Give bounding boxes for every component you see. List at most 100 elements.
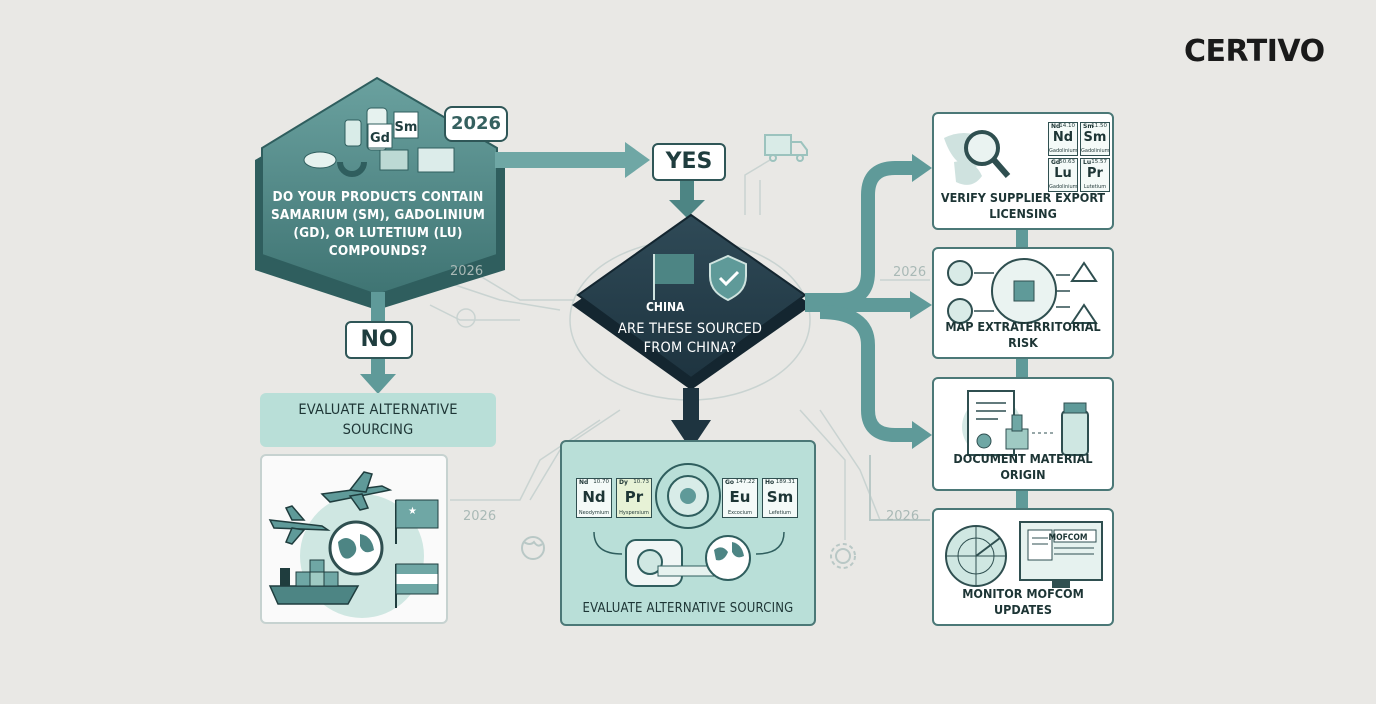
no-path-evaluate-box: EVALUATE ALTERNATIVE SOURCING [260, 393, 496, 447]
link-icon [947, 298, 973, 324]
flag-icon-china-small: ★ [395, 499, 439, 544]
yes-path-evaluate-label: EVALUATE ALTERNATIVE SOURCING [582, 601, 794, 616]
flag-icon-striped [395, 563, 439, 608]
risk-map-illustration [947, 258, 1098, 324]
alternative-sourcing-illustration: ★ [260, 454, 448, 624]
action-label-monitor: MONITOR MOFCOM UPDATES [962, 586, 1084, 617]
verify-illustration [944, 130, 1011, 185]
hazard-icon [947, 260, 973, 286]
start-question-text: DO YOUR PRODUCTS CONTAIN SAMARIUM (Sm), … [270, 189, 486, 259]
warning-icon [1070, 303, 1098, 324]
element-name: Lefetium [769, 510, 791, 516]
action-branch-arrows [805, 161, 915, 442]
airplane-icon [320, 471, 393, 511]
element-corner: Nd [579, 479, 589, 486]
sourcing-illustration [593, 463, 785, 587]
element-number: 15.57 [1091, 159, 1107, 165]
document-illustration [962, 390, 1089, 457]
globe-outline-icon [521, 536, 545, 560]
element-corner: Go [725, 479, 735, 486]
arrowheads [910, 154, 932, 449]
element-number: 189.31 [775, 479, 795, 485]
no-branch-label: NO [345, 321, 413, 359]
gear-icon [830, 543, 856, 569]
flag-label: CHINA [646, 300, 685, 314]
element-symbol: Sm [1083, 130, 1107, 145]
year-mark: 2026 [450, 264, 484, 279]
element-name: Gadolinium [1049, 184, 1078, 190]
element-number: 10.73 [633, 479, 649, 485]
airplane-icon-small [268, 505, 331, 545]
element-name: Lutetium [1083, 184, 1107, 190]
monitor-illustration [945, 521, 1103, 588]
element-symbol: Pr [624, 488, 644, 506]
stamp-icon [1005, 428, 1029, 450]
yes-branch-label: YES [652, 143, 726, 181]
china-decision-question: ARE THESE SOURCED FROM CHINA? [617, 321, 763, 356]
element-name: Excocium [727, 510, 753, 516]
mri-machine-icon [625, 539, 719, 587]
element-corner: Ho [765, 479, 775, 486]
svg-text:★: ★ [408, 506, 417, 517]
vial-icon [1061, 410, 1089, 456]
element-number: 50.63 [1059, 159, 1075, 165]
element-corner: Nd [1051, 123, 1061, 130]
element-number: 14.10 [1059, 123, 1075, 129]
rare-earth-materials-icon: Gd Sm [303, 107, 455, 177]
action-label-document: DOCUMENT MATERIAL ORIGIN [953, 451, 1093, 482]
logistics-illustration: ★ [268, 471, 439, 618]
element-corner: Gd [1051, 159, 1061, 166]
element-symbol: Nd [1052, 130, 1074, 145]
element-name: Gadolinium [1081, 148, 1110, 154]
globe-icon [705, 535, 751, 581]
action-card-map-risk: MAP EXTRATERRITORIAL RISK [932, 247, 1114, 359]
truck-icon [764, 134, 808, 162]
year-mark: 2026 [463, 509, 497, 524]
start-question-node [255, 76, 505, 310]
element-symbol: Nd [582, 488, 606, 506]
year-mark: 2026 [893, 265, 927, 280]
year-mark: 2026 [886, 509, 920, 524]
action-card-monitor-mofcom: MOFCOM MONITOR MOFCOM UPDATES [932, 508, 1114, 626]
cargo-ship-icon [268, 559, 360, 605]
tile-sm: Sm [395, 120, 418, 135]
decision-down-arrow [671, 388, 711, 450]
element-name: Hyspersium [619, 510, 649, 516]
warning-icon [1070, 261, 1098, 282]
action-label-map: MAP EXTRATERRITORIAL RISK [945, 319, 1101, 350]
element-number: 10.70 [593, 479, 609, 485]
year-badge: 2026 [444, 106, 508, 142]
element-name: Gadolinium [1049, 148, 1078, 154]
china-decision-node [572, 213, 812, 390]
no-path-evaluate-label: EVALUATE ALTERNATIVE SOURCING [298, 402, 458, 438]
monitor-link [869, 455, 930, 521]
element-corner: Sm [1083, 123, 1094, 130]
tile-gd: Gd [370, 131, 390, 146]
element-corner: Dy [619, 479, 628, 486]
certivo-logo: CERTIVO [1184, 34, 1325, 69]
no-connector [360, 292, 396, 394]
element-number: 147.22 [735, 479, 755, 485]
magnifier-icon [964, 130, 1000, 166]
target-ring-icon [655, 463, 721, 529]
element-symbol: Sm [766, 488, 794, 506]
element-corner: Lu [1083, 159, 1092, 166]
element-number: 11.50 [1091, 123, 1107, 129]
action-card-document-origin: DOCUMENT MATERIAL ORIGIN [932, 377, 1114, 491]
yes-connector [495, 142, 705, 218]
action-label-verify: VERIFY SUPPLIER EXPORT LICENSING [940, 190, 1106, 221]
element-symbol: Eu [729, 488, 751, 506]
element-name: Neodymium [578, 510, 610, 516]
